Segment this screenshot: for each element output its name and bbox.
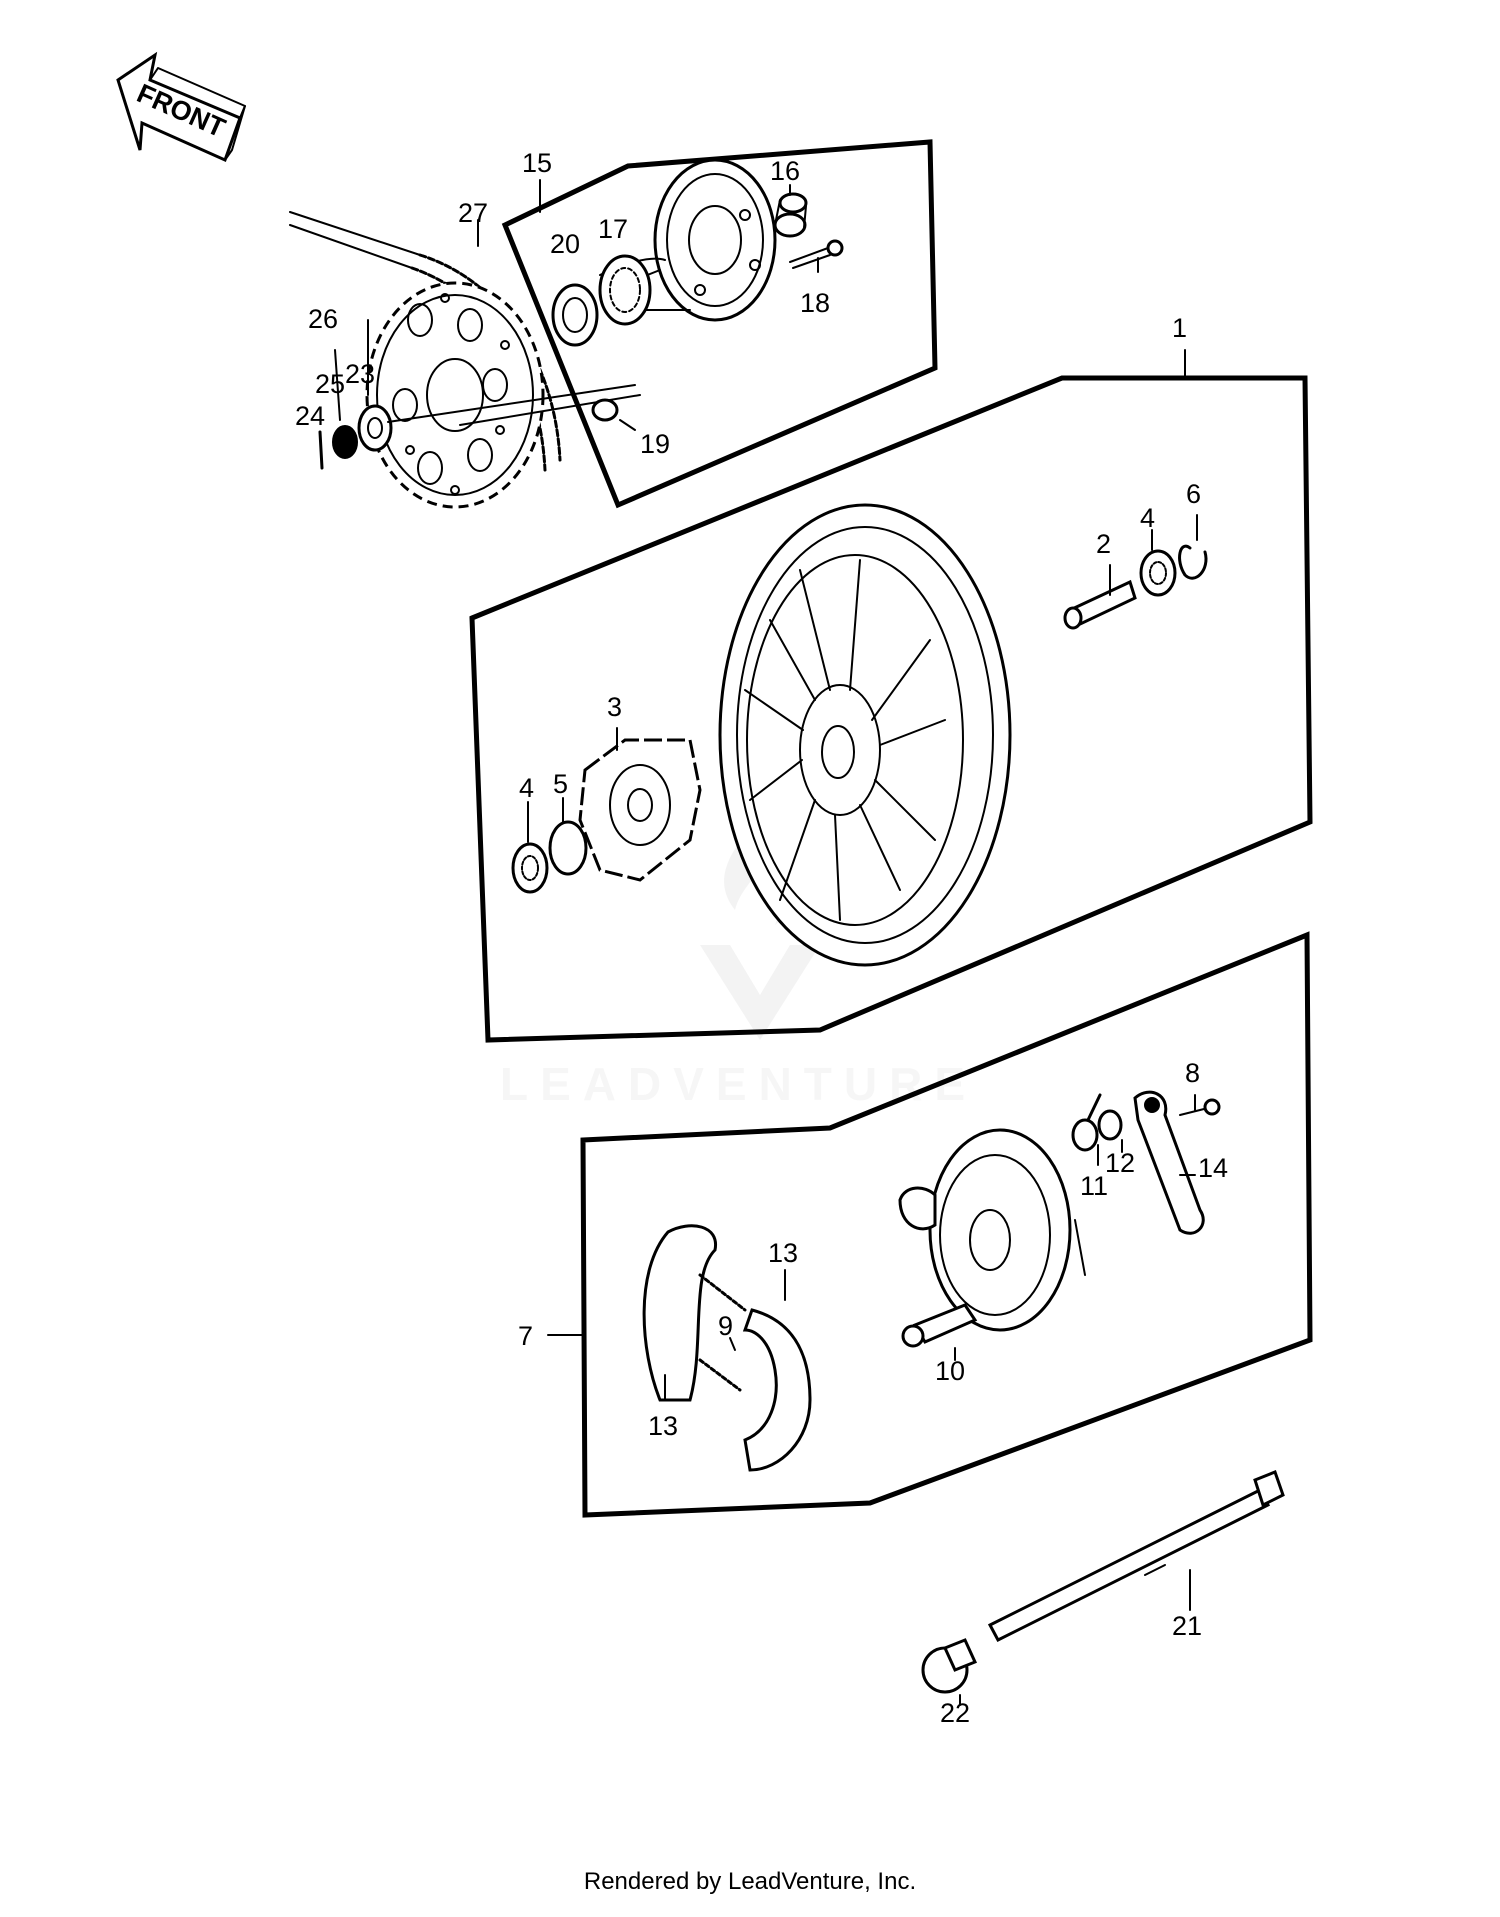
callout-numbers: 1 2 3 4 4 5 6 7 8 9 10 11 12 13 13 14 15… [295, 148, 1228, 1728]
brake-shoes [642, 1224, 812, 1472]
leader-lines [334, 179, 1198, 1706]
front-arrow-icon: FRONT [116, 51, 246, 163]
footer-credit: Rendered by LeadVenture, Inc. [583, 1868, 917, 1895]
wheel-bearing-left [511, 842, 549, 894]
callout-4-left: 4 [519, 773, 534, 803]
frame-brake-group [580, 931, 1313, 1518]
wheel-spacer [1063, 579, 1137, 630]
watermark-text: LEADVENTURE [500, 1058, 977, 1110]
hub-damper [578, 738, 702, 882]
callout-19: 19 [640, 429, 670, 459]
callout-23: 23 [345, 359, 375, 389]
axle-collar [921, 1638, 978, 1694]
callout-22: 22 [940, 1698, 970, 1728]
callout-27: 27 [458, 198, 488, 228]
brake-arm-bolt [1179, 1098, 1221, 1116]
callout-26: 26 [308, 304, 338, 334]
callout-5: 5 [553, 769, 568, 799]
sprocket-nut-washer [318, 384, 641, 470]
axle [987, 1470, 1285, 1642]
frame-hub-group [501, 139, 938, 509]
callout-18: 18 [800, 288, 830, 318]
callout-16: 16 [770, 156, 800, 186]
brake-panel [898, 1128, 1086, 1332]
callout-3: 3 [607, 692, 622, 722]
callout-14: 14 [1198, 1153, 1228, 1183]
hub-oil-seal [551, 283, 599, 347]
brake-cam [901, 1303, 978, 1348]
callout-11: 11 [1080, 1171, 1108, 1201]
callout-4-right: 4 [1140, 503, 1155, 533]
wheel-bearing-right [1139, 549, 1177, 597]
o-ring [548, 820, 588, 876]
callout-15: 15 [522, 148, 552, 178]
hub-nut [591, 398, 619, 422]
callout-25: 25 [315, 369, 345, 399]
callout-7: 7 [518, 1321, 533, 1351]
callout-10: 10 [935, 1356, 965, 1386]
callout-6: 6 [1186, 479, 1201, 509]
callout-8: 8 [1185, 1058, 1200, 1088]
hub-bolt [789, 239, 844, 269]
callout-12: 12 [1105, 1148, 1135, 1178]
callout-24: 24 [295, 401, 325, 431]
circlip [1178, 544, 1208, 580]
watermark-logo: LEADVENTURE [500, 835, 977, 1110]
callout-13-top: 13 [768, 1238, 798, 1268]
hub-collar [773, 192, 808, 238]
callout-9: 9 [718, 1311, 733, 1341]
callout-17: 17 [598, 214, 628, 244]
callout-20: 20 [550, 229, 580, 259]
callout-13-bottom: 13 [648, 1411, 678, 1441]
callout-1: 1 [1172, 313, 1187, 343]
brake-washers [1071, 1093, 1123, 1152]
callout-21: 21 [1172, 1611, 1202, 1641]
frame-wheel-group [469, 375, 1313, 1043]
hub-bearing [598, 254, 652, 326]
callout-2: 2 [1096, 529, 1111, 559]
brake-arm [1133, 1090, 1205, 1235]
rear-sprocket [365, 281, 545, 509]
hub-coupling [599, 158, 777, 322]
rear-wheel [718, 503, 1012, 967]
